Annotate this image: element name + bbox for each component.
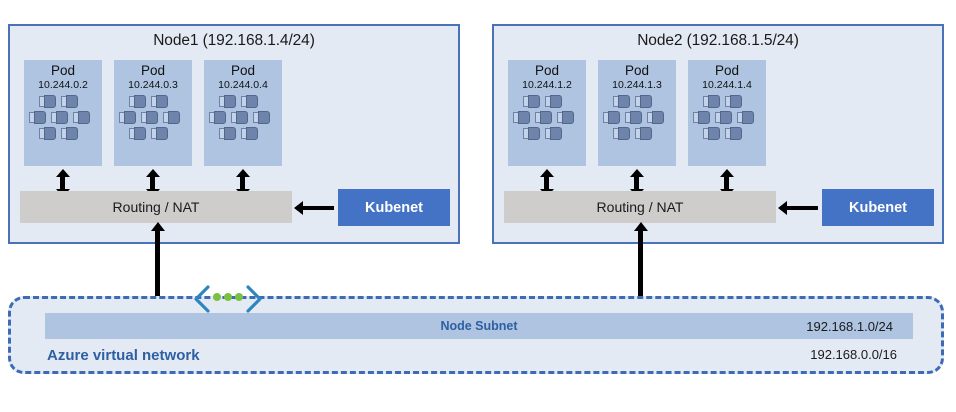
node-title-1: Node1 (192.168.1.4/24)	[153, 32, 315, 49]
pod-ip: 10.244.1.3	[612, 78, 662, 91]
pod-cluster-icon	[209, 95, 275, 141]
kubenet-label: Kubenet	[365, 199, 423, 216]
pod-box-2-3: Pod 10.244.1.4	[688, 60, 766, 166]
node-container-2: Node2 (192.168.1.5/24) Pod 10.244.1.2 Po…	[492, 24, 944, 244]
routing-nat-label: Routing / NAT	[112, 199, 200, 215]
pod-routing-arrow-1-3	[235, 169, 250, 197]
pod-label: Pod	[50, 63, 76, 78]
routing-nat-bar-2: Routing / NAT	[504, 191, 776, 223]
node-subnet-cidr: 192.168.1.0/24	[806, 318, 893, 334]
pod-label: Pod	[534, 63, 560, 78]
node-subnet-bar: Node Subnet 192.168.1.0/24	[45, 313, 913, 339]
node-container-1: Node1 (192.168.1.4/24) Pod 10.244.0.2 Po…	[8, 24, 460, 244]
pod-label: Pod	[714, 63, 740, 78]
azure-vnet-cidr: 192.168.0.0/16	[810, 347, 897, 362]
pod-cluster-icon	[513, 95, 579, 141]
pod-routing-arrow-2-3	[719, 169, 734, 197]
kubenet-box-2: Kubenet	[822, 189, 934, 226]
routing-nat-bar-1: Routing / NAT	[20, 191, 292, 223]
pod-box-1-2: Pod 10.244.0.3	[114, 60, 192, 166]
pod-routing-arrow-1-1	[55, 169, 70, 197]
pod-ip: 10.244.0.2	[38, 78, 88, 91]
pod-routing-arrow-2-1	[539, 169, 554, 197]
azure-vnet-label: Azure virtual network	[47, 347, 200, 364]
pod-box-1-1: Pod 10.244.0.2	[24, 60, 102, 166]
pod-ip: 10.244.0.4	[218, 78, 268, 91]
pod-routing-arrow-1-2	[145, 169, 160, 197]
routing-nat-label: Routing / NAT	[596, 199, 684, 215]
kubenet-routing-arrow-1	[294, 201, 334, 215]
pod-ip: 10.244.1.4	[702, 78, 752, 91]
pod-routing-arrow-2-2	[629, 169, 644, 197]
kubenet-routing-arrow-2	[778, 201, 818, 215]
pod-box-2-1: Pod 10.244.1.2	[508, 60, 586, 166]
pod-ip: 10.244.1.2	[522, 78, 572, 91]
pod-cluster-icon	[119, 95, 185, 141]
pod-ip: 10.244.0.3	[128, 78, 178, 91]
pod-label: Pod	[230, 63, 256, 78]
pod-cluster-icon	[29, 95, 95, 141]
node-subnet-label: Node Subnet	[440, 319, 518, 333]
pod-box-1-3: Pod 10.244.0.4	[204, 60, 282, 166]
pod-label: Pod	[140, 63, 166, 78]
kubenet-label: Kubenet	[849, 199, 907, 216]
pod-box-2-2: Pod 10.244.1.3	[598, 60, 676, 166]
kubenet-box-1: Kubenet	[338, 189, 450, 226]
chevron-dots-icon	[194, 285, 262, 313]
pod-cluster-icon	[693, 95, 759, 141]
azure-vnet-container: Node Subnet 192.168.1.0/24 Azure virtual…	[8, 296, 944, 374]
node-title-2: Node2 (192.168.1.5/24)	[637, 32, 799, 49]
pod-label: Pod	[624, 63, 650, 78]
pod-cluster-icon	[603, 95, 669, 141]
